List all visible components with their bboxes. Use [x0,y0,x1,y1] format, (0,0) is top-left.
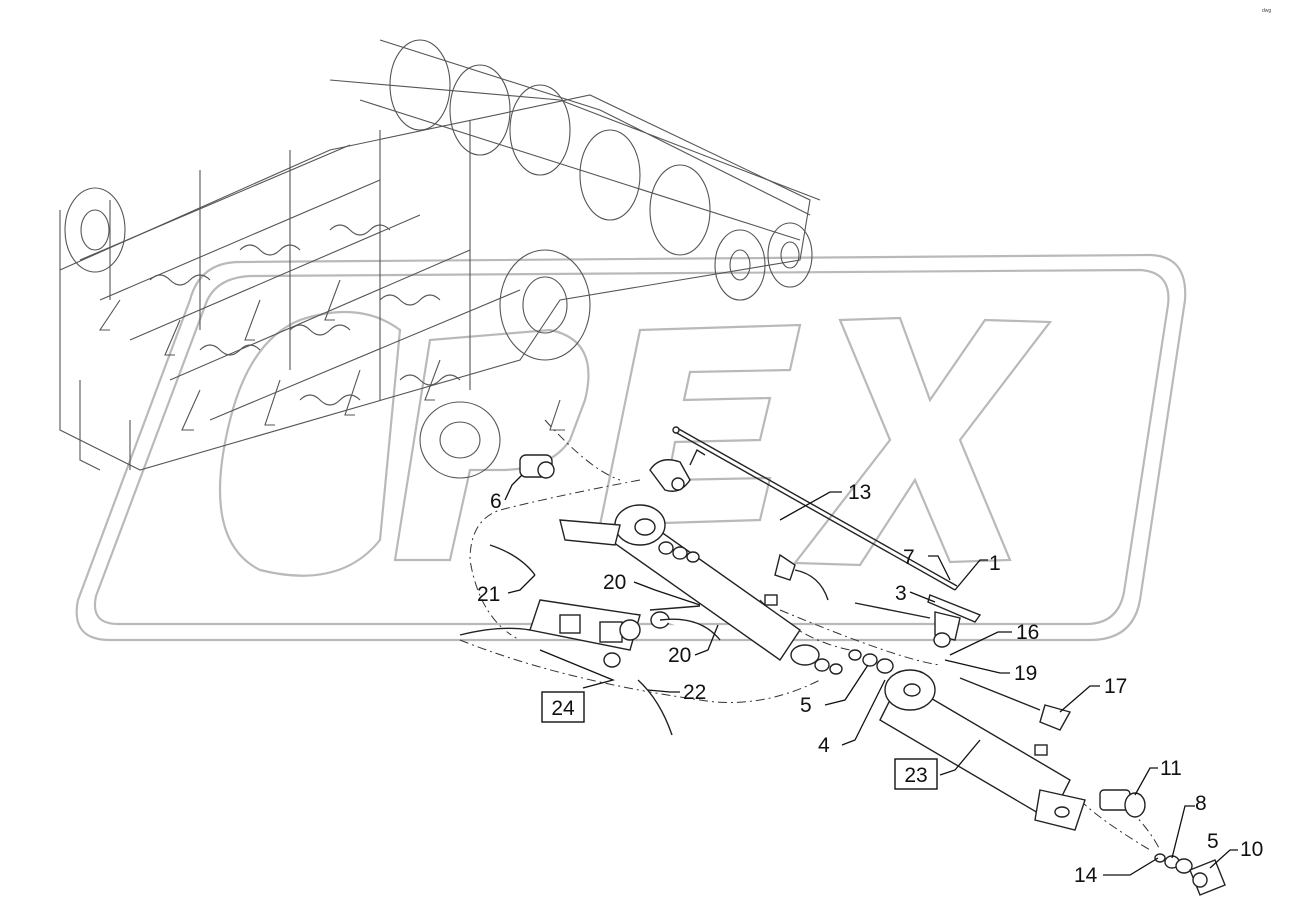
callout-11: 11 [1160,757,1182,780]
boxed-callout-24: 24 [541,691,585,723]
pin-part-10 [1189,859,1226,896]
callout-7: 7 [903,546,915,569]
boxed-callout-23: 23 [894,758,938,790]
callout-8: 8 [1195,792,1207,815]
callout-14: 14 [1074,864,1098,887]
pin-part-11 [1099,789,1146,818]
callout-19: 19 [1014,662,1037,685]
callout-5-lower: 5 [1207,830,1219,853]
leader-lines [504,474,1238,876]
callout-13: 13 [848,481,871,504]
callout-22: 22 [683,681,706,704]
callout-3: 3 [895,582,907,605]
upper-hydraulic-cylinder [559,504,820,666]
callout-4: 4 [818,734,830,757]
corner-mark: dwg [1262,8,1271,14]
lower-hydraulic-cylinder [879,669,1086,831]
callout-16: 16 [1016,621,1039,644]
fittings-right [927,594,1072,731]
callout-6: 6 [490,490,502,513]
callout-17: 17 [1104,675,1127,698]
svg-text:24: 24 [551,697,575,720]
callout-10: 10 [1240,838,1263,861]
callout-21: 21 [477,583,500,606]
hoses [459,544,1041,736]
seal-rings [658,541,1193,874]
callout-5-upper: 5 [800,694,812,717]
elbow-fitting [774,553,829,601]
rear-rollers [389,39,813,301]
tine-shanks [79,279,565,471]
bracket-part-6 [519,454,555,479]
cultivator-frame [59,39,821,479]
clamp-part-top [649,448,706,492]
frame-wheels [64,187,591,479]
link-rod [672,426,958,591]
svg-text:23: 23 [904,764,927,787]
valve-block [529,599,670,668]
callout-1: 1 [989,552,1001,575]
opex-watermark [75,253,1187,642]
callout-20-lower: 20 [668,644,691,667]
callout-20-upper: 20 [603,571,626,594]
tine-springs [149,224,461,406]
